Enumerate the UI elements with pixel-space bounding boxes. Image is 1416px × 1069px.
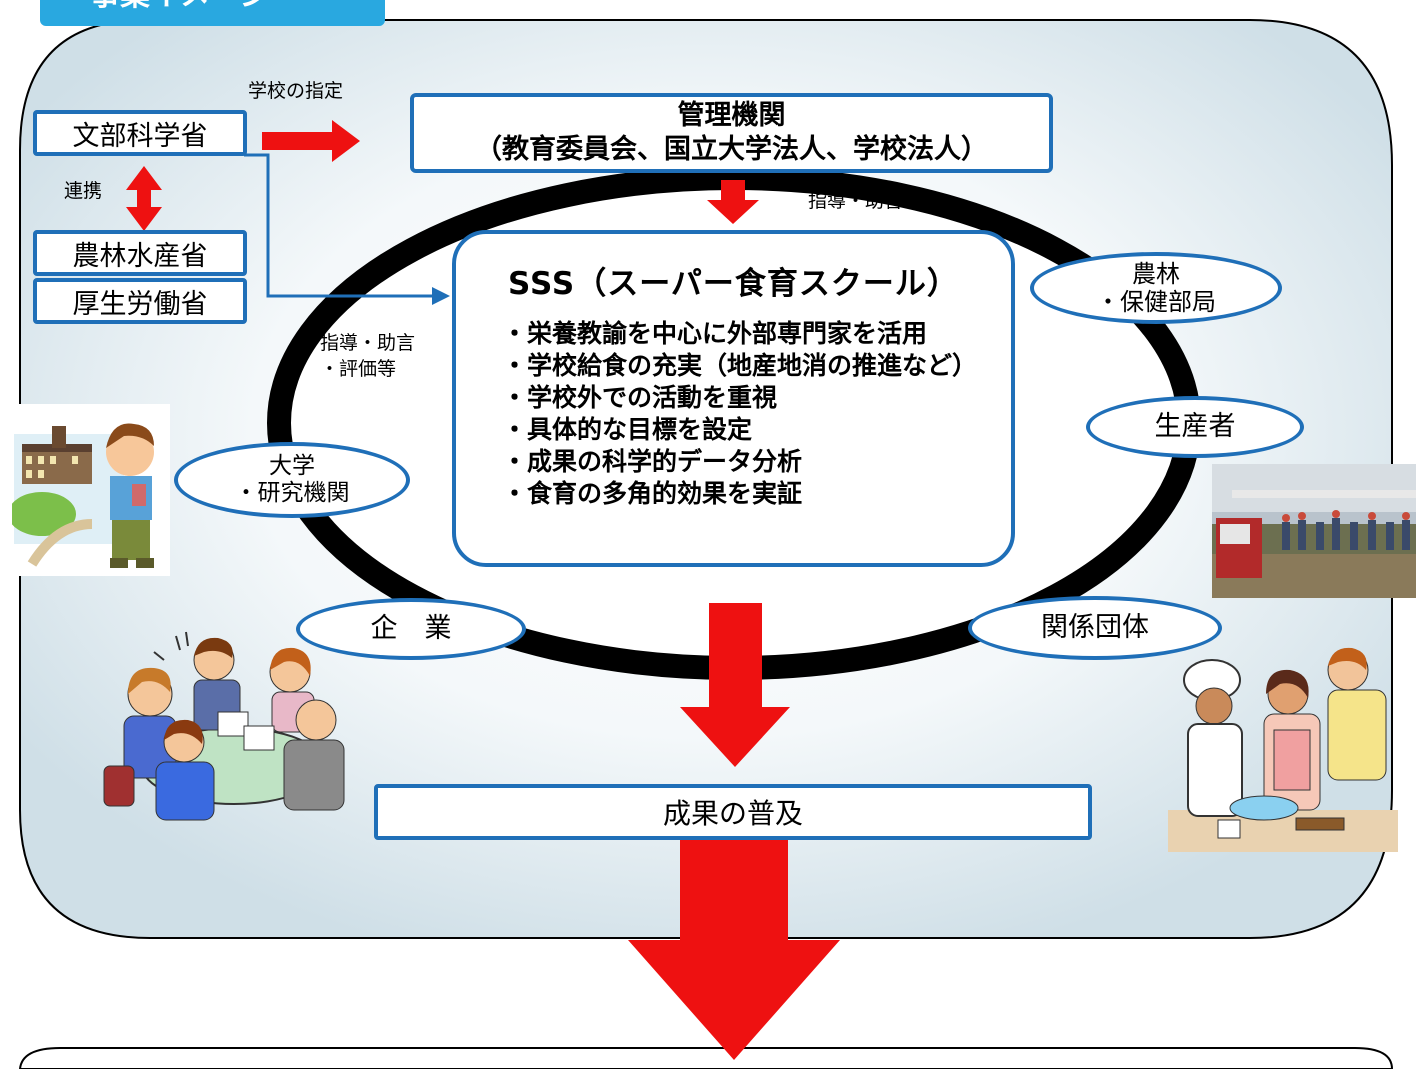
organizations-label: 関係団体 bbox=[1041, 612, 1149, 643]
cooking-people-illustration bbox=[1168, 647, 1398, 852]
cooperation-label: 連携 bbox=[64, 180, 103, 202]
designation-arrow bbox=[262, 120, 360, 162]
meeting-people-illustration bbox=[103, 631, 345, 821]
agri-health-oval: 農林 ・保健部局 bbox=[1030, 252, 1282, 324]
guidance-top-label: 指導・助言等 bbox=[808, 190, 923, 212]
sss-item: 学校外での活動を重視 bbox=[502, 382, 982, 414]
management-subtitle: （教育委員会、国立大学法人、学校法人） bbox=[475, 134, 988, 165]
mhlw-box: 厚生労働省 bbox=[33, 278, 247, 324]
sss-list: 栄養教諭を中心に外部専門家を活用 学校給食の充実（地産地消の推進など） 学校外で… bbox=[502, 318, 982, 510]
mext-label: 文部科学省 bbox=[72, 120, 208, 152]
agri-health-line1: 農林 bbox=[1132, 260, 1180, 288]
guidance-left-line1: 指導・助言 bbox=[320, 332, 416, 354]
maff-label: 農林水産省 bbox=[72, 240, 208, 272]
producers-oval: 生産者 bbox=[1086, 396, 1304, 458]
header-tab-label: 事業イメージ bbox=[90, 0, 269, 14]
outcome-box: 成果の普及 bbox=[374, 784, 1092, 840]
sss-item: 学校給食の充実（地産地消の推進など） bbox=[502, 350, 982, 382]
guidance-left-line2: ・評価等 bbox=[320, 358, 397, 380]
sss-item: 成果の科学的データ分析 bbox=[502, 446, 982, 478]
sss-box: SSS（スーパー食育スクール） 栄養教諭を中心に外部専門家を活用 学校給食の充実… bbox=[452, 230, 1015, 567]
outcome-down-arrow bbox=[680, 603, 790, 767]
bottom-frame bbox=[18, 1047, 1394, 1069]
sss-title: SSS（スーパー食育スクール） bbox=[508, 266, 959, 302]
university-line2: ・研究機関 bbox=[234, 480, 350, 506]
school-designation-label: 学校の指定 bbox=[248, 80, 344, 102]
management-title: 管理機関 bbox=[677, 100, 786, 131]
school-boy-illustration bbox=[12, 404, 170, 576]
connector-arrowhead bbox=[432, 287, 450, 305]
companies-oval: 企 業 bbox=[296, 598, 526, 660]
management-box: 管理機関 （教育委員会、国立大学法人、学校法人） bbox=[410, 93, 1053, 173]
university-line1: 大学 bbox=[269, 453, 315, 479]
maff-box: 農林水産省 bbox=[33, 230, 247, 276]
header-tab: 事業イメージ bbox=[40, 0, 385, 26]
university-oval: 大学 ・研究機関 bbox=[174, 442, 410, 518]
sss-item: 食育の多角的効果を実証 bbox=[502, 478, 982, 510]
sss-item: 具体的な目標を設定 bbox=[502, 414, 982, 446]
guidance-down-arrow bbox=[707, 180, 759, 224]
mext-connector-line bbox=[244, 153, 446, 298]
agri-health-line2: ・保健部局 bbox=[1096, 288, 1216, 316]
companies-label: 企 業 bbox=[370, 613, 452, 644]
sss-item: 栄養教諭を中心に外部専門家を活用 bbox=[502, 318, 982, 350]
organizations-oval: 関係団体 bbox=[968, 596, 1222, 660]
producers-label: 生産者 bbox=[1154, 411, 1236, 442]
farm-harvest-photo bbox=[1212, 464, 1416, 598]
cooperation-double-arrow bbox=[126, 166, 162, 231]
spread-down-arrow bbox=[628, 840, 840, 1060]
mext-box: 文部科学省 bbox=[33, 110, 247, 156]
mhlw-label: 厚生労働省 bbox=[72, 288, 208, 320]
outcome-label: 成果の普及 bbox=[662, 797, 803, 830]
